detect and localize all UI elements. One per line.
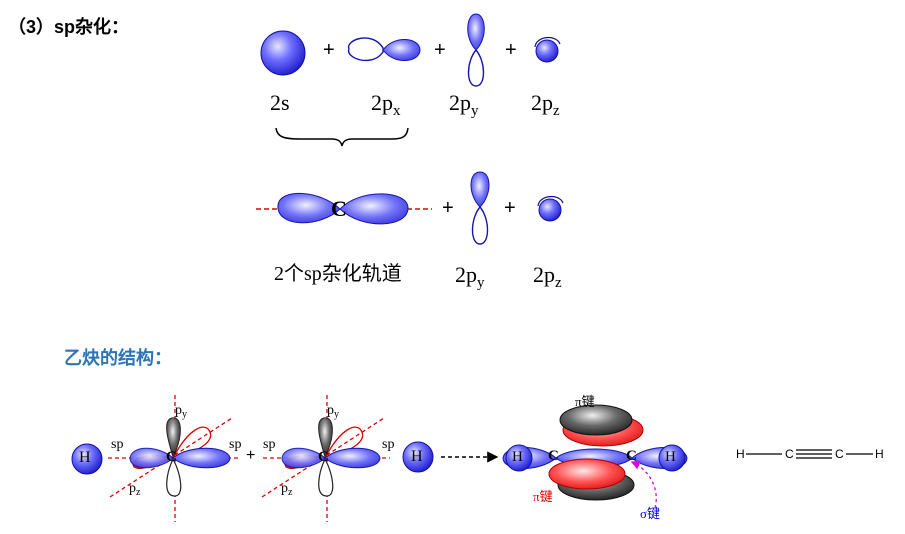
grouping-brace [275,127,409,147]
formula-h-left: H [736,447,745,461]
pz-label: pz [281,481,293,498]
pi-bond-label-top: π键 [575,394,595,409]
carbon-1-orbitals [108,395,240,522]
label-2px: 2px [371,90,401,119]
acetylene-heading: 乙炔的结构： [64,348,172,368]
carbon-label: C [548,448,559,464]
label-2py: 2py [449,90,479,119]
sigma-bond-label: σ键 [640,506,661,521]
hydrogen-label: H [665,449,676,465]
section-heading: （3）sp杂化： [8,17,130,37]
py-label: py [327,403,339,420]
sigma-bond-arrow [630,461,657,509]
hydrogen-label: H [411,448,423,465]
sp-hybrid-label: 2个sp杂化轨道 [274,263,402,285]
carbon-symbol: C [331,196,347,221]
label-2s: 2s [270,90,290,115]
formula-h-right: H [875,447,884,461]
label-2pz: 2pz [531,90,560,119]
sp-hybrid-orbitals-icon [277,193,409,225]
orbital-2py-icon [467,13,485,87]
line-formula [746,449,873,459]
plus-sign: + [434,39,446,61]
carbon-label: C [626,448,637,464]
pz-label: pz [129,481,141,498]
orbital-2s-icon [260,30,306,76]
carbon-label: C [166,449,177,465]
carbon-label: C [318,449,329,465]
plus-sign: + [246,447,256,464]
sp-label: sp [229,437,242,452]
pi-bond-label-bottom: π键 [533,489,553,504]
sp-label: sp [111,437,124,452]
orbital-2py-icon-row2 [470,171,490,245]
orbital-2pz-icon-row2 [537,196,564,222]
hydrogen-label: H [79,449,91,466]
plus-sign: + [504,197,516,219]
label-2pz-row2: 2pz [533,262,562,291]
py-label: py [175,403,187,420]
hydrogen-label: H [512,449,523,465]
carbon-2-orbitals [261,395,390,522]
formula-c-right: C [835,447,844,461]
orbital-2pz-icon [534,37,561,63]
acetylene-molecule [502,404,688,501]
plus-sign: + [323,39,335,61]
sp-label: sp [263,437,276,452]
formula-c-left: C [785,447,794,461]
label-2py-row2: 2py [455,262,485,291]
hydrogen-atom-right-icon [402,441,434,473]
sp-label: sp [382,437,395,452]
orbital-2px-icon [348,37,421,62]
plus-sign: + [442,197,454,219]
plus-sign: + [505,39,517,61]
hydrogen-atom-left-icon [71,443,103,475]
